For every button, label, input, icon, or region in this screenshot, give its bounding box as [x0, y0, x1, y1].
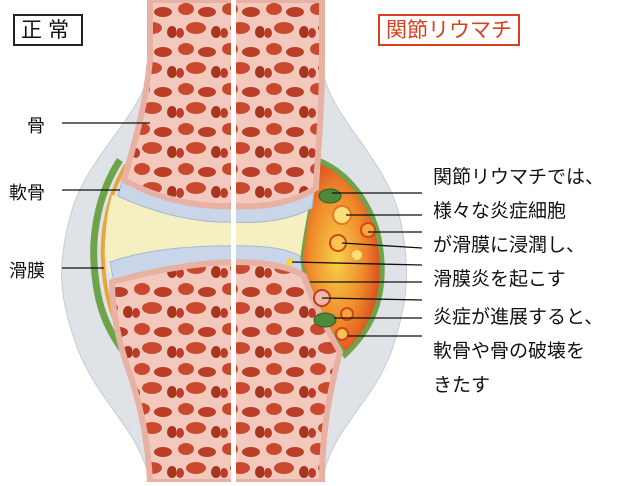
annotation-1-line: 滑膜炎を起こす	[433, 262, 566, 296]
ra-joint	[230, 0, 407, 482]
bone-upper-normal	[124, 0, 240, 206]
annotation-1-line: 様々な炎症細胞	[433, 194, 566, 228]
annotation-1-line: 関節リウマチでは、	[433, 160, 604, 194]
annotation-2-line: 炎症が進展すると、	[433, 300, 603, 334]
normal-panel-title: 正常	[13, 14, 83, 46]
annotation-2-line: 軟骨や骨の破壊を	[433, 334, 585, 368]
normal-joint	[62, 0, 240, 482]
annotation-2-line: きたす	[433, 368, 490, 402]
label-bone: 骨	[27, 112, 45, 138]
ra-panel-title: 関節リウマチ	[378, 14, 520, 46]
bone-lower-normal	[112, 262, 240, 482]
label-cartilage: 軟骨	[9, 179, 45, 205]
label-synovium: 滑膜	[9, 257, 45, 283]
annotation-1-line: が滑膜に浸潤し、	[433, 228, 585, 262]
bone-upper-ra	[230, 0, 322, 206]
panel-divider	[231, 0, 236, 482]
